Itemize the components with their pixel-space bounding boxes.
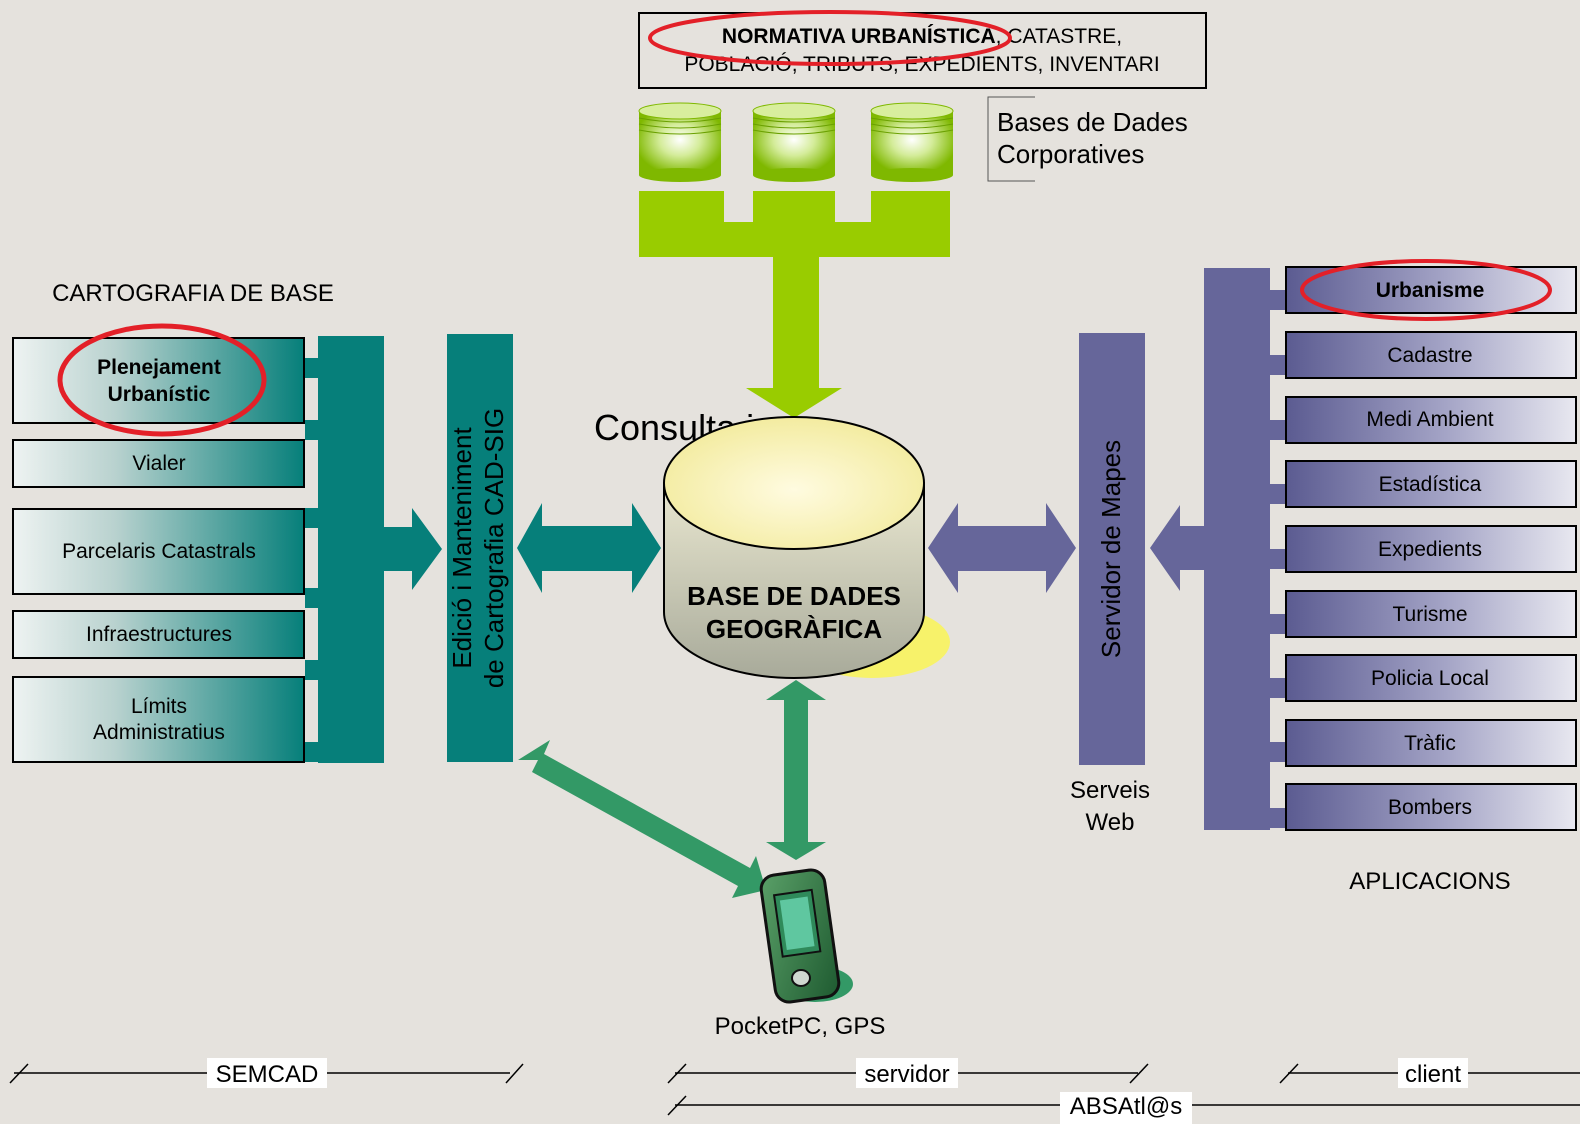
layer-plenejament[interactable]: Plenejament Urbanístic: [12, 337, 305, 424]
layer-plenejament-line1: Plenejament: [97, 356, 221, 379]
base-layers: Plenejament Urbanístic Vialer Parcelaris…: [12, 337, 305, 763]
cartography-comb: [305, 336, 442, 763]
pocketpc-label: PocketPC, GPS: [715, 1013, 886, 1040]
base-cartography-title: CARTOGRAFIA DE BASE: [52, 280, 334, 307]
corporate-to-central-arrow: [639, 191, 950, 418]
layer-vialer[interactable]: Vialer: [12, 439, 305, 488]
footer-servidor-label: servidor: [864, 1061, 949, 1088]
app-cadastre-label: Cadastre: [1387, 344, 1472, 367]
app-cadastre[interactable]: Cadastre: [1285, 331, 1577, 379]
central-geo-database: BASE DE DADES GEOGRÀFICA: [663, 416, 950, 679]
corporate-sources-box: NORMATIVA URBANÍSTICA, CATASTRE, POBLACI…: [638, 12, 1207, 89]
applications-comb: [1150, 268, 1286, 830]
footer-semcad: SEMCAD: [9, 1058, 524, 1088]
web-services-line1: Serveis: [1070, 777, 1150, 804]
layer-plenejament-line2: Urbanístic: [108, 383, 211, 406]
footer-servidor: servidor: [667, 1058, 1149, 1088]
editing-line2: de Cartografia CAD-SIG: [479, 408, 509, 688]
map-server-bar: Servidor de Mapes: [1079, 333, 1145, 765]
highlight-urbanisme-ellipse: [1300, 259, 1552, 321]
app-turisme-label: Turisme: [1392, 603, 1467, 626]
footer-client: client: [1279, 1058, 1580, 1088]
layer-parcelaris-label: Parcelaris Catastrals: [62, 540, 256, 563]
cad-sig-editing-bar: Edició i Manteniment de Cartografia CAD-…: [447, 334, 513, 762]
corporate-db-cylinder-1: [638, 102, 722, 182]
central-db-line2: GEOGRÀFICA: [706, 614, 882, 644]
editing-line1: Edició i Manteniment: [447, 427, 477, 669]
app-policia-local[interactable]: Policia Local: [1285, 654, 1577, 702]
app-medi-ambient-label: Medi Ambient: [1366, 408, 1493, 431]
footer-absatlas: ABSAtl@s: [667, 1092, 1580, 1124]
app-policia-local-label: Policia Local: [1371, 667, 1489, 690]
app-estadistica-label: Estadística: [1379, 473, 1482, 496]
app-bombers-label: Bombers: [1388, 796, 1472, 819]
highlight-plenejament-ellipse: [57, 323, 267, 437]
corporate-db-cylinder-3: [870, 102, 954, 182]
layer-infraestructures[interactable]: Infraestructures: [12, 610, 305, 659]
footer-client-label: client: [1405, 1061, 1461, 1088]
footer-absatlas-label: ABSAtl@s: [1070, 1093, 1182, 1120]
corporate-db-label-line1: Bases de Dades: [997, 107, 1188, 137]
app-expedients-label: Expedients: [1378, 538, 1482, 561]
highlight-normativa-ellipse: [648, 10, 1012, 66]
app-expedients[interactable]: Expedients: [1285, 525, 1577, 573]
layer-parcelaris[interactable]: Parcelaris Catastrals: [12, 508, 305, 595]
sources-line1-bold: NORMATIVA URBANÍSTICA: [722, 25, 996, 48]
applications-list: Urbanisme Cadastre Medi Ambient Estadíst…: [1285, 266, 1577, 831]
sources-line2: POBLACIÓ, TRIBUTS, EXPEDIENTS, INVENTARI: [684, 53, 1159, 76]
central-mapserver-double-arrow: [928, 503, 1076, 593]
pocketpc-icon: [759, 868, 853, 1004]
web-services-line2: Web: [1086, 809, 1135, 836]
corporate-db-cylinder-2: [752, 102, 836, 182]
sources-line1-rest: , CATASTRE,: [996, 25, 1122, 48]
central-db-line1: BASE DE DADES: [687, 581, 901, 611]
svg-text:NORMATIVA URBANÍSTICA, CATASTR: NORMATIVA URBANÍSTICA, CATASTRE,: [722, 25, 1122, 48]
applications-title: APLICACIONS: [1349, 868, 1510, 895]
corporate-db-label: Bases de Dades Corporatives: [987, 96, 1188, 182]
app-urbanisme-label: Urbanisme: [1376, 279, 1485, 302]
layer-limits-line1: Límits: [131, 695, 187, 718]
corporate-db-label-line2: Corporatives: [997, 139, 1144, 169]
layer-vialer-label: Vialer: [132, 452, 185, 475]
map-server-label: Servidor de Mapes: [1096, 440, 1126, 658]
app-turisme[interactable]: Turisme: [1285, 590, 1577, 638]
app-trafic[interactable]: Tràfic: [1285, 719, 1577, 767]
app-bombers[interactable]: Bombers: [1285, 783, 1577, 831]
editing-pocketpc-double-arrow: [518, 740, 766, 898]
layer-limits-line2: Administratius: [93, 721, 225, 744]
app-trafic-label: Tràfic: [1404, 732, 1456, 755]
layer-infraestructures-label: Infraestructures: [86, 623, 232, 646]
central-pocketpc-double-arrow: [766, 680, 826, 860]
layer-limits[interactable]: Límits Administratius: [12, 676, 305, 763]
app-estadistica[interactable]: Estadística: [1285, 460, 1577, 508]
editing-central-double-arrow: [517, 503, 661, 593]
footer-semcad-label: SEMCAD: [216, 1061, 319, 1088]
corporate-db-cylinders: [638, 102, 954, 182]
app-medi-ambient[interactable]: Medi Ambient: [1285, 396, 1577, 444]
